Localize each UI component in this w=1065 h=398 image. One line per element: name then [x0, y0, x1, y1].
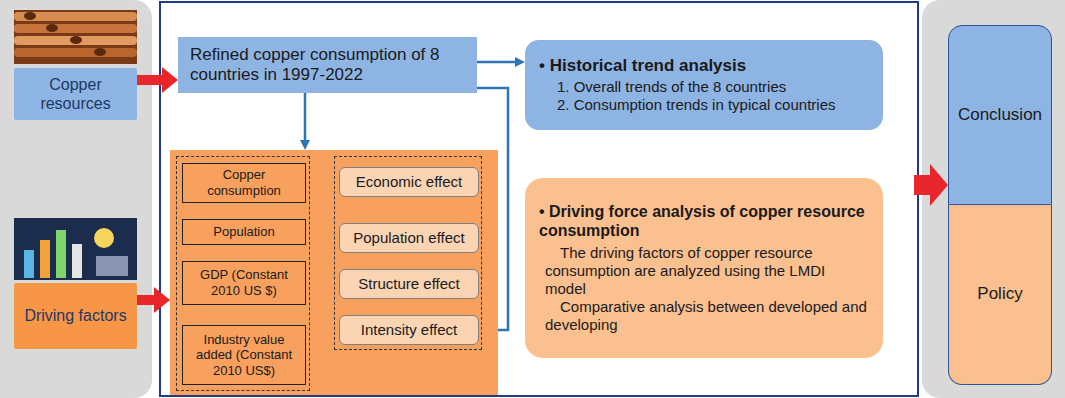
conclusion-box: Conclusion — [948, 25, 1052, 205]
effect-group: Economic effectPopulation effectStructur… — [334, 156, 482, 350]
variable-group: Copper consumptionPopulationGDP (Constan… — [176, 156, 310, 391]
variable-box: Industry value added (Constant 2010 US$) — [182, 325, 306, 385]
node-label: Intensity effect — [343, 321, 475, 339]
node-text: The driving factors of copper resource c… — [539, 244, 869, 298]
analysis-box: • Historical trend analysis 1. Overall tr… — [525, 40, 883, 130]
flow-arrow — [477, 57, 525, 67]
effect-box: Economic effect — [339, 167, 479, 197]
flow-arrow — [137, 67, 178, 93]
driving-factors-picture — [14, 218, 137, 280]
copper-pipes-picture — [14, 10, 137, 64]
policy-box: Policy — [948, 205, 1052, 385]
source-box: Driving factors — [14, 283, 137, 349]
node-text: Comparative analysis between developed a… — [539, 298, 869, 334]
node-label: Economic effect — [343, 173, 475, 191]
node-text: 2. Consumption trends in typical countri… — [539, 96, 869, 114]
data-box: Refined copper consumption of 8 countrie… — [178, 37, 477, 93]
node-label: Copper consumption — [185, 167, 303, 198]
node-label: Industry value added (Constant 2010 US$) — [185, 332, 303, 379]
node-label: • Historical trend analysis — [539, 56, 869, 76]
node-label: Copper resources — [18, 75, 133, 113]
variable-box: GDP (Constant 2010 US $) — [182, 261, 306, 305]
variable-box: Population — [182, 219, 306, 245]
node-label: Refined copper consumption of 8 countrie… — [190, 45, 465, 86]
node-label: • Driving force analysis of copper resou… — [539, 202, 869, 240]
variable-box: Copper consumption — [182, 163, 306, 203]
node-label: Population effect — [343, 229, 475, 247]
main-frame — [160, 2, 918, 396]
flow-arrow — [300, 93, 310, 150]
node-label: Structure effect — [343, 275, 475, 293]
node-label: Policy — [953, 284, 1047, 304]
left-panel — [0, 0, 152, 398]
output-arrow — [914, 164, 948, 206]
effect-box: Intensity effect — [339, 315, 479, 345]
effect-box: Structure effect — [339, 269, 479, 299]
right-panel — [922, 0, 1065, 398]
node-text: 1. Overall trends of the 8 countries — [539, 78, 869, 96]
node-label: Population — [185, 224, 303, 240]
node-label: GDP (Constant 2010 US $) — [185, 267, 303, 298]
effect-box: Population effect — [339, 223, 479, 253]
source-box: Copper resources — [14, 68, 137, 120]
flow-arrow — [137, 287, 170, 313]
analysis-box: • Driving force analysis of copper resou… — [525, 178, 883, 358]
node-label: Driving factors — [18, 306, 133, 325]
method-panel: Copper consumptionPopulationGDP (Constan… — [170, 150, 498, 395]
node-label: Conclusion — [953, 105, 1047, 125]
